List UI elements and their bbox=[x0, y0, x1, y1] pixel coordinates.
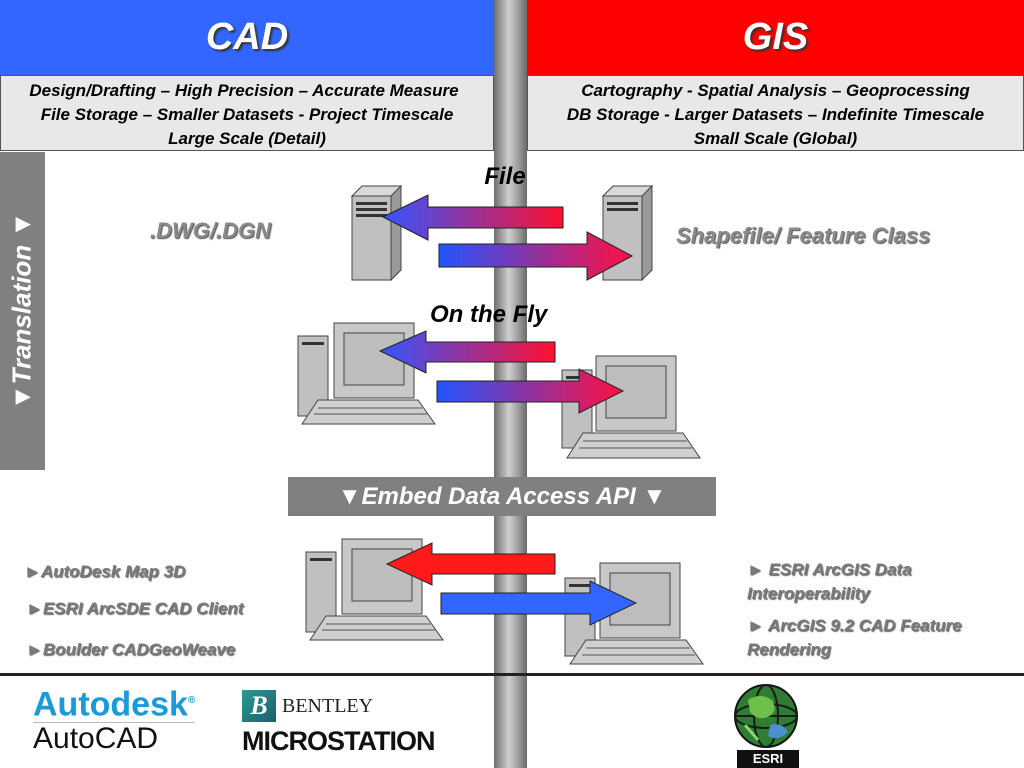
cad-format-label: .DWG/.DGN bbox=[150, 218, 271, 243]
bottom-separator bbox=[0, 673, 1024, 676]
gis-desc-line-2: DB Storage - Larger Datasets – Indefinit… bbox=[566, 105, 985, 124]
cad-header: CAD bbox=[0, 0, 494, 75]
cad-description: Design/Drafting – High Precision – Accur… bbox=[0, 75, 494, 151]
onthefly-label: On the Fly bbox=[430, 301, 548, 328]
bentley-b-icon: B bbox=[242, 690, 276, 722]
gis-description: Cartography - Spatial Analysis – Geoproc… bbox=[527, 75, 1024, 151]
gis-format-label: Shapefile/ Feature Class bbox=[676, 223, 931, 248]
autocad-name: AutoCAD bbox=[33, 722, 196, 755]
embed-api-banner: ▼Embed Data Access API ▼ bbox=[288, 477, 716, 516]
autodesk-logo: Autodesk® AutoCAD bbox=[33, 683, 196, 755]
gis-desc-line-1: Cartography - Spatial Analysis – Geoproc… bbox=[581, 81, 970, 100]
gis-desc-line-3: Small Scale (Global) bbox=[693, 129, 858, 148]
cad-embed-computer-icon bbox=[305, 538, 444, 641]
embed-arrow-right bbox=[440, 580, 638, 626]
onthefly-arrow-left bbox=[378, 330, 556, 374]
gis-computer-icon bbox=[561, 355, 701, 459]
cad-desc-line-1: Design/Drafting – High Precision – Accur… bbox=[29, 81, 459, 100]
cad-server-icon bbox=[350, 184, 403, 282]
gis-header: GIS bbox=[527, 0, 1024, 75]
file-label: File bbox=[484, 163, 526, 190]
gis-product-1: ► ESRI ArcGIS Data Interoperability bbox=[747, 560, 912, 603]
cad-product-2: ►ESRI ArcSDE CAD Client bbox=[26, 599, 244, 618]
embed-api-label: ▼Embed Data Access API ▼ bbox=[337, 482, 667, 510]
gis-product-2: ► ArcGIS 9.2 CAD Feature Rendering bbox=[747, 616, 962, 659]
translation-bar: ▼Translation ▼ bbox=[0, 152, 45, 470]
autodesk-name: Autodesk bbox=[33, 685, 188, 724]
bentley-name: BENTLEY bbox=[282, 694, 374, 717]
gis-title: GIS bbox=[742, 16, 809, 58]
esri-logo-label: ESRI bbox=[737, 750, 799, 768]
cad-desc-line-3: Large Scale (Detail) bbox=[168, 129, 326, 148]
cad-title: CAD bbox=[205, 16, 289, 58]
file-arrow-right bbox=[438, 231, 634, 281]
onthefly-arrow-right bbox=[436, 368, 625, 414]
esri-globe-icon bbox=[734, 684, 798, 748]
bentley-logo: B BENTLEY MICROSTATION bbox=[242, 690, 435, 756]
cad-product-3: ►Boulder CADGeoWeave bbox=[26, 640, 236, 659]
cad-desc-line-2: File Storage – Smaller Datasets - Projec… bbox=[40, 105, 454, 124]
file-arrow-left bbox=[381, 194, 564, 241]
cad-product-1: ►AutoDesk Map 3D bbox=[24, 562, 186, 581]
microstation-name: MICROSTATION bbox=[242, 726, 435, 756]
embed-arrow-left bbox=[385, 542, 556, 586]
esri-name: ESRI bbox=[752, 751, 784, 766]
autodesk-reg-mark: ® bbox=[187, 695, 196, 706]
